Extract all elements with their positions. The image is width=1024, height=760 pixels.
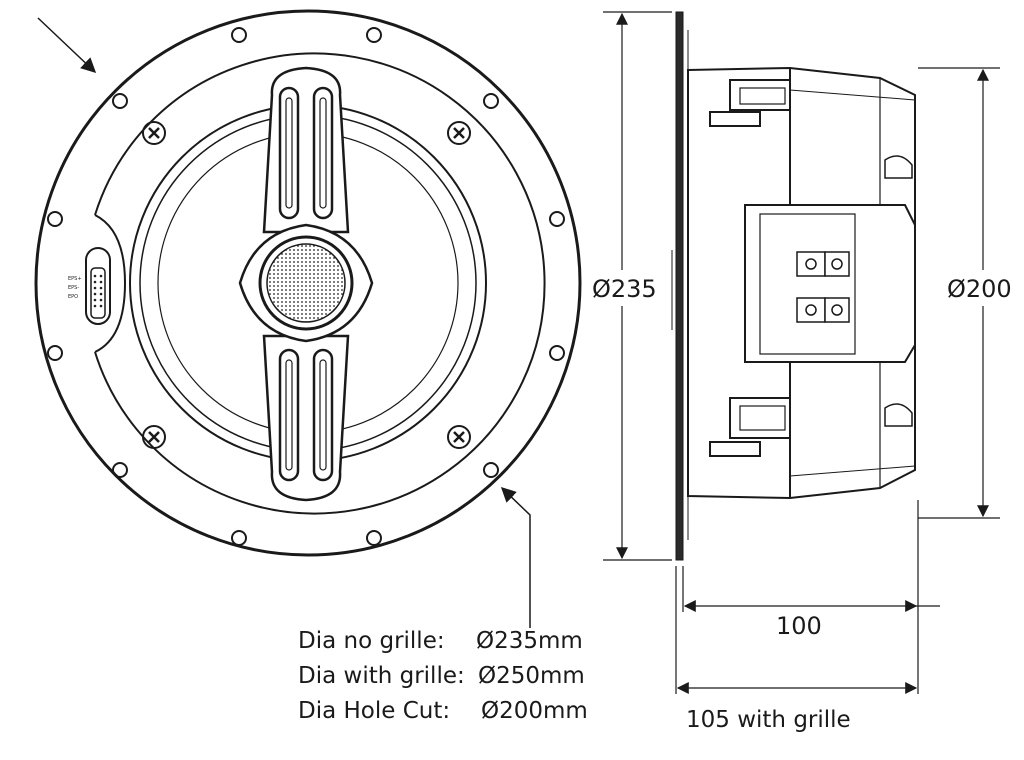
dim-100-label: 100: [776, 612, 822, 640]
switch-grip-icon: [93, 274, 103, 308]
clamp-upper: [709, 79, 791, 127]
mounting-hole: [231, 27, 247, 43]
dimension-lines: [603, 11, 1000, 694]
spec-label-with-grille: Dia with grille:: [298, 663, 465, 689]
bridge-slots-upper: [278, 86, 334, 220]
front-view: [34, 9, 582, 628]
switch-label-epo: EPO: [68, 294, 78, 300]
switch-labels: EPS+ EPS- EPO: [68, 276, 82, 300]
spec-label-no-grille: Dia no grille:: [298, 628, 445, 654]
spec-value-hole-cut: Ø200mm: [481, 698, 588, 724]
terminal-inner: [759, 213, 856, 355]
mounting-hole: [47, 211, 63, 227]
grille-leader-line: [500, 486, 531, 628]
side-view: [671, 11, 916, 561]
spec-value-no-grille: Ø235mm: [476, 628, 583, 654]
spec-value-with-grille: Ø250mm: [478, 663, 585, 689]
mounting-hole: [483, 462, 499, 478]
mounting-hole: [366, 27, 382, 43]
screw-icon: [142, 121, 166, 145]
side-tab-upper: [884, 155, 913, 179]
dim-235-label: Ø235: [592, 275, 657, 303]
mounting-hole: [112, 93, 128, 109]
side-tab-lower: [884, 403, 913, 427]
mounting-hole: [483, 93, 499, 109]
screw-icon: [447, 121, 471, 145]
mounting-hole: [112, 462, 128, 478]
switch-label-eps-minus: EPS-: [68, 285, 79, 291]
basket-top-line: [789, 89, 916, 101]
mounting-hole: [549, 211, 565, 227]
side-flange-plate: [675, 11, 684, 561]
mounting-hole: [366, 530, 382, 546]
basket-bottom-line: [789, 465, 916, 477]
mounting-hole: [47, 345, 63, 361]
screw-icon: [142, 425, 166, 449]
bridge-slots-lower: [278, 348, 334, 482]
terminal-posts: [796, 251, 850, 323]
eq-switch: [85, 247, 111, 325]
screw-icon: [447, 425, 471, 449]
screws: [142, 121, 471, 449]
switch-label-eps-plus: EPS+: [68, 276, 82, 282]
mounting-hole: [549, 345, 565, 361]
tweeter-bridge-upper: [262, 66, 350, 234]
spec-notes: Dia no grille: Ø235mm Dia with grille: Ø…: [298, 628, 588, 724]
spec-label-hole-cut: Dia Hole Cut:: [298, 698, 450, 724]
rim-leader-line: [37, 17, 97, 74]
inner-flange-edge: [94, 52, 546, 515]
switch-recess-edge: [94, 214, 127, 353]
tweeter-bridge-lower: [262, 334, 350, 502]
tweeter-mesh-icon: [266, 243, 346, 323]
dim-200-label: Ø200: [947, 275, 1012, 303]
mounting-hole: [231, 530, 247, 546]
outer-flange-circle: [34, 9, 582, 557]
clamp-lower: [709, 397, 791, 457]
mounting-holes: [47, 27, 565, 546]
dim-105-label: 105 with grille: [686, 707, 851, 733]
